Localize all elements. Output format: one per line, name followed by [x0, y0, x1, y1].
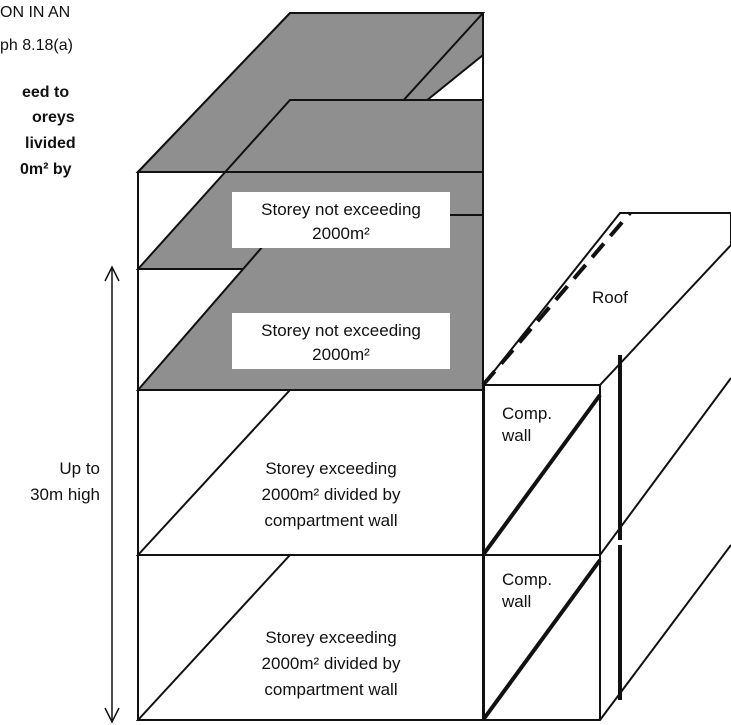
- height-label-line-1: Up to: [59, 459, 100, 478]
- storey-small-mid-line-2: 2000m²: [312, 345, 370, 364]
- header-line-1: ON IN AN: [0, 4, 70, 21]
- storey-large-lower-line-1: Storey exceeding: [265, 628, 396, 647]
- note-line-3: livided: [25, 135, 76, 152]
- note-line-2: oreys: [32, 109, 75, 126]
- header-line-2: ph 8.18(a): [0, 37, 73, 54]
- storey-small-mid-line-1: Storey not exceeding: [261, 321, 421, 340]
- comp-wall-lower-line-2: wall: [501, 592, 531, 611]
- height-arrow-head-top: [104, 265, 120, 282]
- comp-wall-upper-line-2: wall: [501, 426, 531, 445]
- roof-dashed-edge: [481, 211, 632, 387]
- storey-small-top-line-1: Storey not exceeding: [261, 200, 421, 219]
- storey-large-upper-line-1: Storey exceeding: [265, 459, 396, 478]
- roof-label: Roof: [592, 288, 628, 307]
- note-line-4: 0m² by: [20, 161, 72, 178]
- comp-wall-lower-line-1: Comp.: [502, 570, 552, 589]
- roof-panel: [480, 212, 731, 386]
- annex-floor-lower: [483, 544, 731, 721]
- height-label-line-2: 30m high: [30, 485, 100, 504]
- storey-large-upper-line-2: 2000m² divided by: [262, 485, 401, 504]
- annex-floor-upper: [483, 377, 731, 556]
- storey-large-lower-line-3: compartment wall: [264, 680, 397, 699]
- storey-large-lower-line-2: 2000m² divided by: [262, 654, 401, 673]
- main-outline: [137, 171, 484, 721]
- label-box-large-lower: [235, 620, 425, 706]
- comp-wall-diagonal-upper: [481, 393, 602, 557]
- height-dimension-arrow: [104, 265, 120, 724]
- storey-small-top-line-2: 2000m²: [312, 224, 370, 243]
- comp-wall-upper-line-1: Comp.: [502, 404, 552, 423]
- height-arrow-head-bottom: [104, 707, 120, 724]
- comp-wall-diagonal-lower: [481, 558, 602, 722]
- label-box-top: [232, 192, 450, 248]
- storey-large-upper-line-3: compartment wall: [264, 511, 397, 530]
- label-box-large-upper: [235, 452, 425, 538]
- label-box-mid: [232, 313, 450, 369]
- annex-block: [480, 212, 731, 722]
- note-line-1: eed to: [22, 84, 69, 101]
